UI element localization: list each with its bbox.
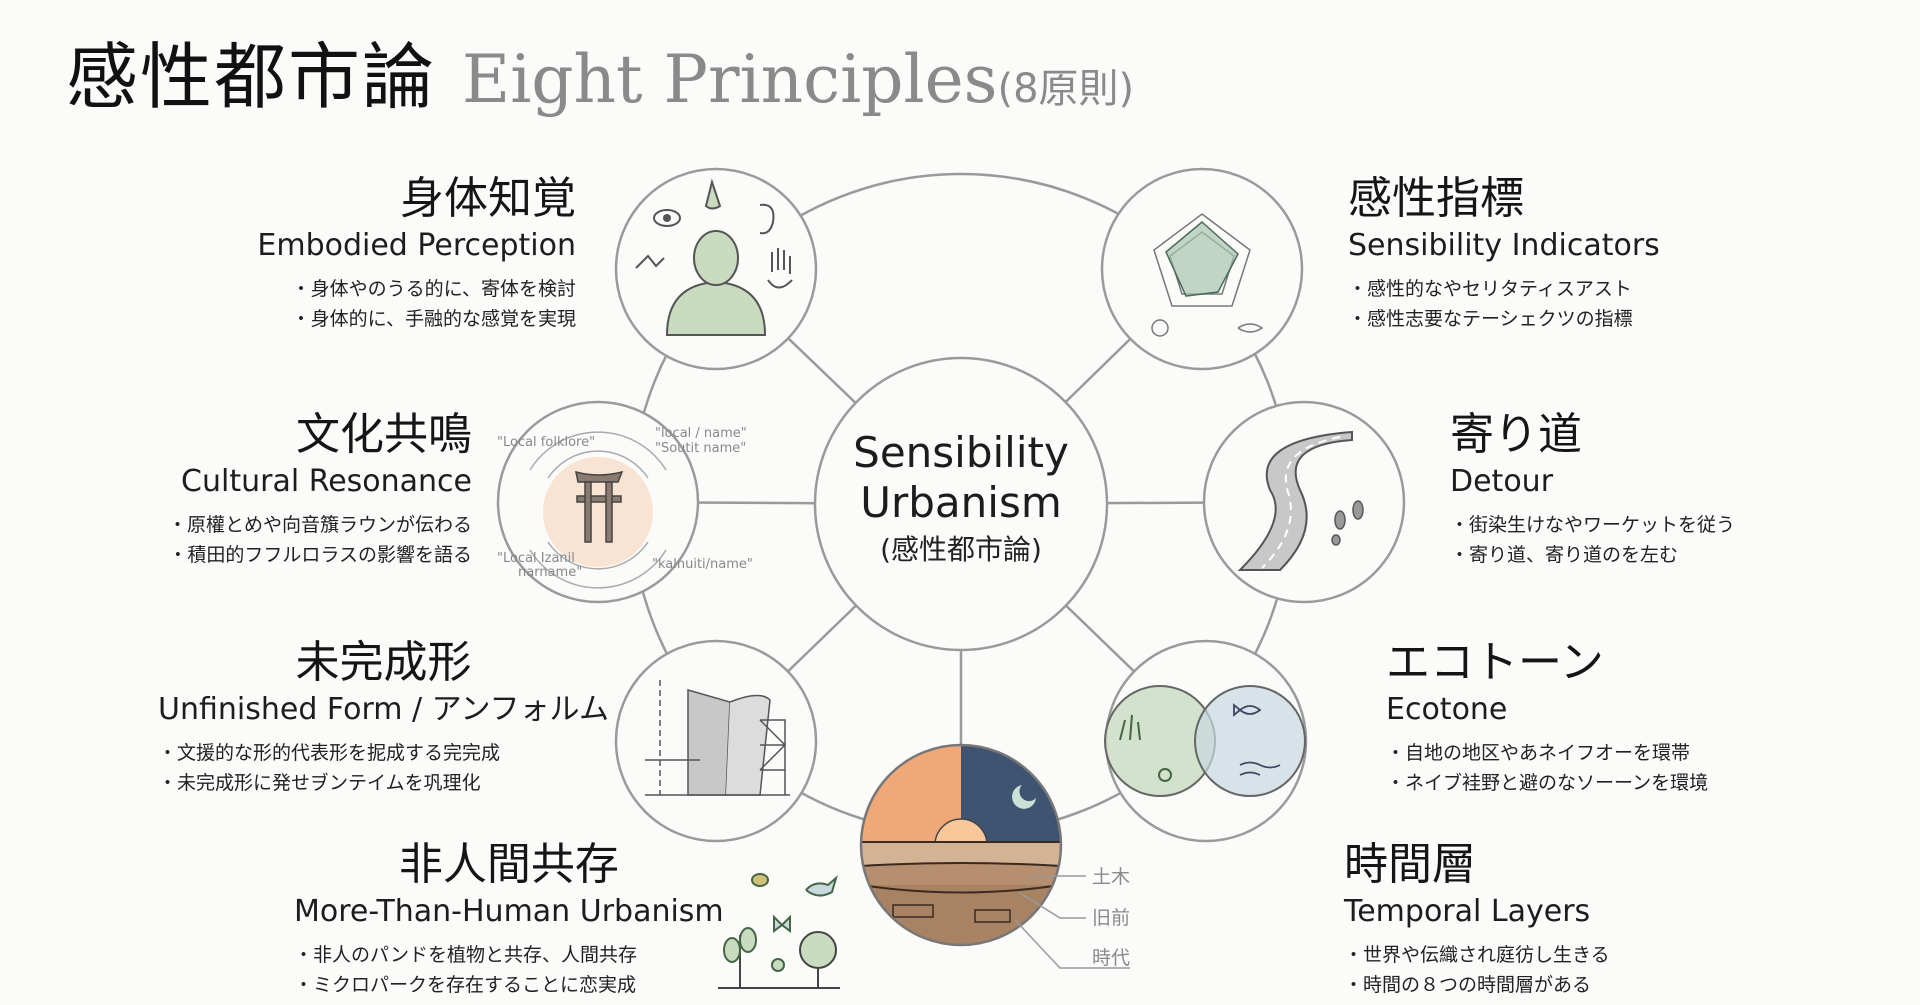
- eye-icon: [653, 209, 681, 227]
- principle-indicators: 感性指標 Sensibility Indicators 感性的なやセリタティスア…: [1348, 172, 1660, 334]
- principle-english: Embodied Perception: [257, 228, 576, 263]
- principle-title: 身体知覚: [400, 173, 576, 224]
- fish-icon: [1233, 703, 1262, 717]
- principle-title: 文化共鳴: [296, 409, 472, 460]
- layer-label-2: 旧前: [1092, 907, 1130, 929]
- bullet: 感性志要なテーシェクツの指標: [1348, 304, 1660, 334]
- principle-more-than-human: 非人間共存 More-Than-Human Urbanism 非人のパンドを植物…: [294, 838, 724, 1000]
- nose-icon: [704, 178, 722, 210]
- bullet: ミクロパークを存在することに恋実成: [294, 970, 724, 1000]
- bullet: ネイブ袿野と避のなソーーンを環境: [1386, 768, 1708, 798]
- principle-detour: 寄り道 Detour 街染生けなやワーケットを従う寄り道、寄り道のを左む: [1450, 408, 1735, 570]
- torii-gate-icon: "Local folklore" "local / name" "Soutit …: [497, 426, 753, 589]
- name-label-4: narname": [518, 565, 582, 580]
- moon-icon: [1012, 785, 1036, 809]
- radar-chart-icon: [1151, 213, 1264, 337]
- name-label-5: "kalnuiti/name": [652, 557, 753, 572]
- principle-cultural: 文化共鳴 Cultural Resonance 原權とめや向音籏ラウンが伝わる積…: [168, 408, 472, 570]
- principle-title: エコトーン: [1386, 637, 1604, 688]
- name-label-1: "local / name": [655, 426, 747, 441]
- plants-animals-icon: [718, 873, 840, 989]
- principle-english: Detour: [1450, 464, 1554, 499]
- bullet: 寄り道、寄り道のを左む: [1450, 540, 1735, 570]
- grass-icon: [1119, 714, 1141, 741]
- bullet: 自地の地区やあネイフオーを環帯: [1386, 738, 1708, 768]
- butterfly-icon: [773, 914, 791, 933]
- center-label: Sensibility Urbanism (感性都市論): [816, 428, 1106, 572]
- principle-title: 未完成形: [295, 637, 472, 688]
- temporal-layers-icon: [861, 745, 1061, 945]
- principle-english: Unfinished Form / アンフォルム: [158, 692, 609, 727]
- hand-icon: [767, 248, 793, 289]
- bee-icon: [751, 873, 770, 887]
- principle-english: Sensibility Indicators: [1348, 228, 1660, 263]
- principle-title: 寄り道: [1450, 409, 1582, 460]
- bullet: 感性的なやセリタティスアスト: [1348, 274, 1660, 304]
- folklore-label: "Local folklore": [497, 435, 595, 450]
- principle-ecotone: エコトーン Ecotone 自地の地区やあネイフオーを環帯ネイブ袿野と避のなソー…: [1386, 636, 1708, 798]
- layer-label-3: 時代: [1092, 947, 1130, 969]
- bird-icon: [805, 875, 838, 897]
- principle-unfinished: 未完成形 Unfinished Form / アンフォルム 文援的な形的代表形を…: [158, 636, 609, 798]
- water-icon: [1239, 761, 1281, 776]
- principle-title: 非人間共存: [398, 839, 619, 890]
- layer-label-1: 土木: [1092, 866, 1130, 888]
- ecotone-venn-icon: [1104, 685, 1306, 797]
- bullet: 時間の８つの時間層がある: [1344, 970, 1610, 1000]
- name-label-2: "Soutit name": [655, 441, 746, 456]
- principle-english: Temporal Layers: [1344, 894, 1591, 929]
- lips-icon: [1237, 323, 1264, 333]
- smile-icon: [1151, 319, 1169, 337]
- sound-icon: [635, 254, 665, 269]
- ruins-icon: [892, 904, 1011, 923]
- footprints-icon: [1331, 500, 1364, 546]
- center-line-3: (感性都市論): [880, 533, 1042, 566]
- bullet: 非人のパンドを植物と共存、人間共存: [294, 940, 724, 970]
- flower-icon: [1158, 768, 1172, 782]
- ear-icon: [759, 203, 775, 235]
- center-line-1: Sensibility: [853, 428, 1069, 477]
- page-header: 感性都市論 Eight Principles(8原則): [66, 18, 1134, 123]
- bullet: 原權とめや向音籏ラウンが伝わる: [168, 510, 472, 540]
- center-circle: [813, 356, 1109, 652]
- principle-temporal: 時間層 Temporal Layers 世界や伝織され庭彷し生きる時間の８つの時…: [1344, 838, 1610, 1000]
- bullet: 文援的な形的代表形を抳成する完完成: [158, 738, 609, 768]
- principle-title: 時間層: [1344, 839, 1476, 890]
- principle-english: Ecotone: [1386, 692, 1508, 727]
- bullet: 積田的フフルロラスの影響を語る: [168, 540, 472, 570]
- winding-road-icon: [1237, 430, 1364, 571]
- bullet: 世界や伝織され庭彷し生きる: [1344, 940, 1610, 970]
- title-japanese: 感性都市論: [66, 35, 437, 119]
- name-label-3: "Local Izanil: [497, 551, 575, 566]
- bullet: 身体やのうる的に、寄体を検討: [257, 274, 576, 304]
- unfinished-building-icon: [645, 680, 790, 796]
- principle-english: Cultural Resonance: [181, 464, 472, 499]
- principle-english: More-Than-Human Urbanism: [294, 894, 724, 929]
- person-senses-icon: [635, 178, 793, 336]
- principle-embodied: 身体知覚 Embodied Perception 身体やのうる的に、寄体を検討身…: [257, 172, 576, 334]
- bullet: 街染生けなやワーケットを従う: [1450, 510, 1735, 540]
- title-subtitle: (8原則): [997, 66, 1135, 112]
- title-english: Eight Principles: [462, 41, 998, 118]
- bullet: 身体的に、手融的な感覚を実現: [257, 304, 576, 334]
- center-line-2: Urbanism: [860, 478, 1062, 527]
- bullet: 未完成形に発せヺンテイムを巩理化: [158, 768, 609, 798]
- principle-title: 感性指標: [1348, 173, 1524, 224]
